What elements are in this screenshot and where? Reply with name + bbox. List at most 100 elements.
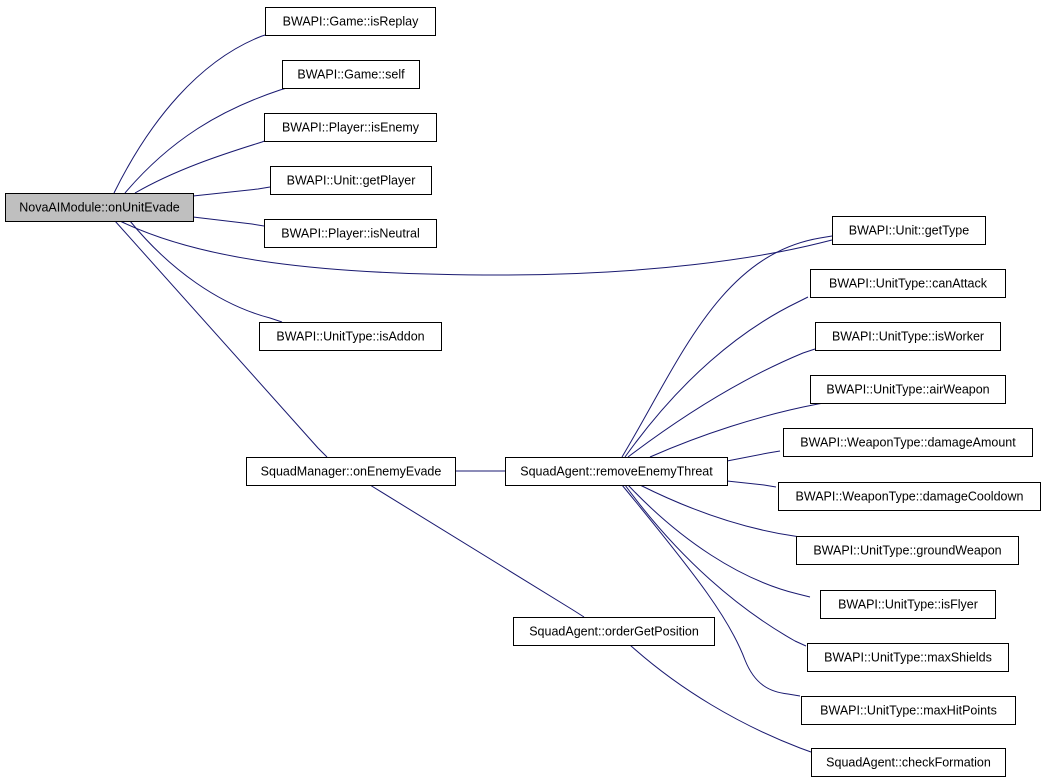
node-box [270, 166, 432, 195]
graph-node[interactable]: BWAPI::Unit::getPlayer [270, 166, 432, 195]
edge-n9-to-n17 [627, 484, 811, 598]
node-box [783, 428, 1033, 457]
edge-n9-to-n12 [627, 348, 816, 458]
edge-n0-to-n7 [129, 220, 283, 323]
edge-n9-to-n14 [726, 450, 781, 462]
node-box [5, 193, 194, 222]
edge-n0-to-n5 [192, 216, 265, 227]
graph-node[interactable]: BWAPI::Player::isEnemy [264, 113, 437, 142]
edge-n0-to-n6 [119, 220, 833, 276]
graph-node[interactable]: BWAPI::UnitType::maxShields [807, 643, 1009, 672]
edge-line [129, 220, 283, 323]
node-box [265, 7, 436, 36]
graph-node[interactable]: SquadAgent::removeEnemyThreat [505, 457, 728, 486]
graph-node[interactable]: BWAPI::WeaponType::damageAmount [783, 428, 1033, 457]
nodes-layer: NovaAIModule::onUnitEvade BWAPI::Game::is… [5, 7, 1041, 777]
edge-n9-to-n6 [621, 235, 833, 458]
edge-n0-to-n3 [134, 137, 273, 194]
graph-node[interactable]: BWAPI::UnitType::canAttack [810, 269, 1006, 298]
graph-node[interactable]: BWAPI::Player::isNeutral [264, 219, 437, 248]
graph-node[interactable]: BWAPI::Unit::getType [832, 216, 986, 245]
node-label: SquadAgent::orderGetPosition [529, 625, 699, 639]
graph-node[interactable]: BWAPI::Game::self [282, 60, 420, 89]
graph-node[interactable]: BWAPI::UnitType::airWeapon [810, 375, 1006, 404]
node-label: BWAPI::Game::self [297, 68, 405, 82]
node-label: BWAPI::UnitType::isWorker [832, 330, 984, 344]
edge-line [114, 220, 328, 458]
graph-node[interactable]: BWAPI::UnitType::isAddon [259, 322, 442, 351]
node-box [259, 322, 442, 351]
edge-line [124, 86, 291, 194]
node-box [513, 617, 715, 646]
node-box [505, 457, 728, 486]
graph-node[interactable]: BWAPI::WeaponType::damageCooldown [778, 482, 1041, 511]
node-box [796, 536, 1019, 565]
edge-line [134, 137, 273, 194]
edge-line [629, 644, 812, 753]
node-box [810, 269, 1006, 298]
edge-line [624, 484, 807, 647]
node-label: BWAPI::Game::isReplay [283, 15, 419, 29]
edge-n8-to-n10 [369, 484, 585, 618]
node-label: SquadAgent::checkFormation [826, 756, 991, 770]
edge-n9-to-n19 [621, 484, 801, 697]
graph-node[interactable]: BWAPI::Game::isReplay [265, 7, 436, 36]
edge-n0-to-n1 [113, 32, 273, 194]
edge-line [627, 484, 811, 598]
node-box [246, 457, 456, 486]
node-label: BWAPI::UnitType::isAddon [276, 330, 424, 344]
node-box [801, 696, 1016, 725]
node-label: BWAPI::Player::isNeutral [281, 227, 419, 241]
edge-line [113, 32, 273, 194]
graph-node[interactable]: BWAPI::UnitType::groundWeapon [796, 536, 1019, 565]
node-box [815, 322, 1001, 351]
node-box [811, 748, 1006, 777]
edges-layer [113, 32, 833, 753]
edge-line [621, 484, 801, 697]
graph-node[interactable]: SquadManager::onEnemyEvade [246, 457, 456, 486]
edge-n9-to-n15 [726, 480, 777, 488]
edge-line [624, 296, 809, 458]
edge-n0-to-n4 [192, 186, 271, 197]
node-label: BWAPI::UnitType::airWeapon [826, 383, 989, 397]
node-label: BWAPI::Unit::getPlayer [287, 174, 416, 188]
graph-node[interactable]: SquadAgent::checkFormation [811, 748, 1006, 777]
node-box [264, 113, 437, 142]
edge-n0-to-n2 [124, 86, 291, 194]
graph-node[interactable]: BWAPI::UnitType::maxHitPoints [801, 696, 1016, 725]
edge-line [119, 220, 833, 276]
graph-node[interactable]: BWAPI::UnitType::isFlyer [820, 590, 996, 619]
edge-n9-to-n16 [639, 484, 807, 539]
edge-line [726, 450, 781, 462]
edge-line [369, 484, 585, 618]
edge-line [649, 401, 831, 458]
node-box [264, 219, 437, 248]
node-box [807, 643, 1009, 672]
node-box [282, 60, 420, 89]
node-label: BWAPI::UnitType::maxShields [824, 651, 992, 665]
edge-n10-to-n20 [629, 644, 812, 753]
node-label: BWAPI::WeaponType::damageCooldown [796, 490, 1024, 504]
node-label: BWAPI::Unit::getType [849, 224, 969, 238]
edge-n9-to-n18 [624, 484, 807, 647]
graph-node[interactable]: SquadAgent::orderGetPosition [513, 617, 715, 646]
node-label: BWAPI::UnitType::isFlyer [838, 598, 978, 612]
graph-node[interactable]: NovaAIModule::onUnitEvade [5, 193, 194, 222]
node-label: BWAPI::UnitType::maxHitPoints [820, 704, 997, 718]
node-box [832, 216, 986, 245]
node-box [820, 590, 996, 619]
edge-line [621, 235, 833, 458]
node-label: BWAPI::Player::isEnemy [282, 121, 420, 135]
edge-n9-to-n13 [649, 401, 831, 458]
node-label: NovaAIModule::onUnitEvade [19, 201, 180, 215]
edge-line [627, 348, 816, 458]
graph-node[interactable]: BWAPI::UnitType::isWorker [815, 322, 1001, 351]
node-label: BWAPI::UnitType::groundWeapon [813, 544, 1001, 558]
edge-line [639, 484, 807, 539]
edge-line [726, 480, 777, 488]
node-label: BWAPI::UnitType::canAttack [829, 277, 988, 291]
node-box [778, 482, 1041, 511]
node-box [810, 375, 1006, 404]
edge-n0-to-n8 [114, 220, 328, 458]
